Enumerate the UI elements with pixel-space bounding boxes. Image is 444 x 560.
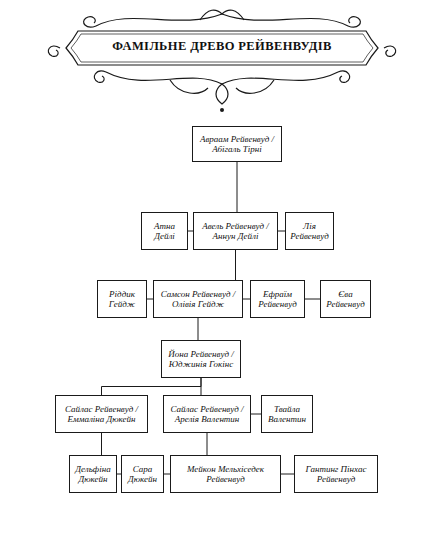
person-name: Авель Рейвенвуд / Аннун Дейлі <box>196 221 275 242</box>
person-name: Ріддик Гейдж <box>100 289 144 310</box>
person-box: Ріддик Гейдж <box>97 280 147 318</box>
person-name: Дельфіна Дюкейн <box>72 464 114 485</box>
family-link <box>243 299 250 300</box>
person-box: Ефраїм Рейвенвуд <box>250 280 305 318</box>
family-link <box>207 433 208 455</box>
person-name: Авраам Рейвенвуд / Абігаль Тірні <box>195 134 279 155</box>
flourish <box>200 10 244 20</box>
flourish <box>106 72 338 84</box>
person-box: Єва Рейвенвуд <box>320 280 371 318</box>
person-box: Авель Рейвенвуд / Аннун Дейлі <box>193 212 278 250</box>
person-box: Мейкон Мельхіседек Рейвенвуд <box>170 455 281 493</box>
flourish <box>84 17 96 27</box>
title-text: ФАМІЛЬНЕ ДРЕВО РЕЙВЕНВУДІВ <box>72 40 372 53</box>
person-name: Йона Рейвенвуд / Юджинія Гокінс <box>164 349 238 370</box>
banner-frame-inner <box>71 34 373 62</box>
person-box: Атна Дейлі <box>141 212 188 250</box>
person-box: Гантинг Пінхас Рейвенвуд <box>294 455 378 493</box>
flourish <box>48 46 60 56</box>
person-name: Сара Дюкейн <box>124 464 161 485</box>
family-link <box>305 299 320 300</box>
flourish <box>236 80 274 93</box>
banner-frame <box>66 31 378 65</box>
flourish <box>96 14 348 26</box>
person-box: Йона Рейвенвуд / Юджинія Гокінс <box>161 340 241 378</box>
person-name: Єва Рейвенвуд <box>323 289 368 310</box>
person-name: Твайла Валентин <box>264 404 310 425</box>
person-box: Сара Дюкейн <box>121 455 164 493</box>
person-name: Лія Рейвенвуд <box>288 221 331 242</box>
ornament-dot <box>220 108 224 112</box>
person-name: Гантинг Пінхас Рейвенвуд <box>297 464 375 485</box>
person-name: Атна Дейлі <box>144 221 185 242</box>
family-link <box>235 250 236 280</box>
family-link <box>278 231 285 232</box>
flourish <box>94 71 106 82</box>
family-link <box>201 378 202 395</box>
person-box: Сайлас Рейвенвуд / Арелія Валентин <box>163 395 251 433</box>
family-link <box>281 474 294 475</box>
person-name: Ефраїм Рейвенвуд <box>253 289 302 310</box>
person-box: Авраам Рейвенвуд / Абігаль Тірні <box>192 126 282 162</box>
family-link <box>101 433 102 455</box>
person-box: Твайла Валентин <box>261 395 313 433</box>
family-link <box>198 318 199 340</box>
flourish <box>170 80 208 93</box>
flourish <box>216 84 228 104</box>
family-link <box>102 378 202 395</box>
flourish <box>384 46 396 56</box>
person-box: Сайлас Рейвенвуд / Еммаліна Дюкейн <box>55 395 148 433</box>
flourish <box>338 71 350 82</box>
person-name: Сайлас Рейвенвуд / Еммаліна Дюкейн <box>58 404 145 425</box>
flourish <box>348 17 360 27</box>
family-link <box>237 162 238 212</box>
person-box: Дельфіна Дюкейн <box>69 455 117 493</box>
person-name: Самсон Рейвенвуд / Олівія Гейдж <box>156 289 240 310</box>
person-box: Самсон Рейвенвуд / Олівія Гейдж <box>153 280 243 318</box>
family-link <box>251 414 261 415</box>
person-name: Мейкон Мельхіседек Рейвенвуд <box>173 464 278 485</box>
person-name: Сайлас Рейвенвуд / Арелія Валентин <box>166 404 248 425</box>
person-box: Лія Рейвенвуд <box>285 212 334 250</box>
